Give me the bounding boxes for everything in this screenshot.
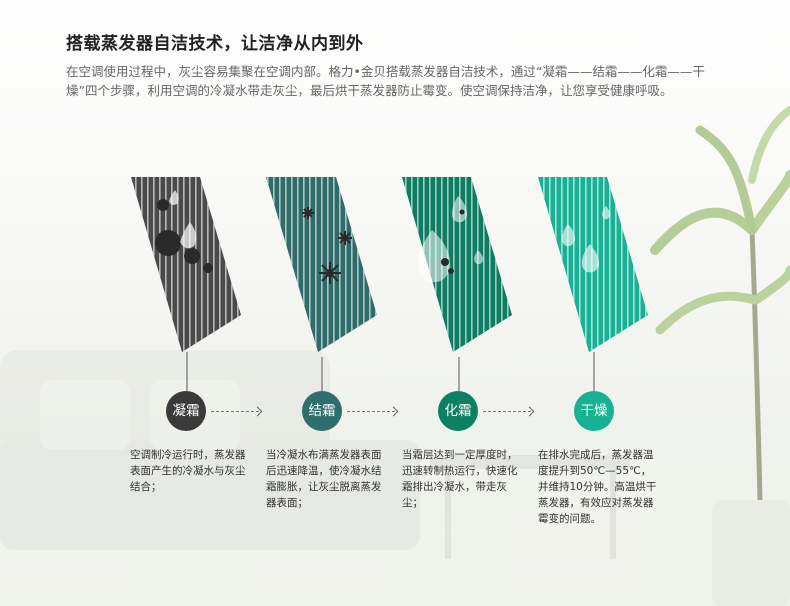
- step-label: 结霜: [308, 403, 336, 419]
- dust-droplet-icon: [155, 190, 213, 273]
- step-note-defrost: 当霜层达到一定厚度时，迅速转制热运行，快速化霜排出冷凝水，带走灰尘；: [402, 449, 518, 509]
- panel-condense: [131, 177, 241, 352]
- panel-defrost: [402, 177, 512, 352]
- arrow-1: [211, 411, 259, 412]
- step-condense: 凝霜: [166, 391, 206, 431]
- step-frost: 结霜: [302, 391, 342, 431]
- page-title: 搭载蒸发器自洁技术，让洁净从内到外: [66, 34, 364, 54]
- panel-dry: [538, 177, 648, 352]
- step-label: 化霜: [444, 403, 472, 419]
- step-label: 凝霜: [172, 403, 200, 419]
- step-note-condense: 空调制冷运行时，蒸发器表面产生的冷凝水与灰尘结合；: [130, 449, 246, 493]
- step-label: 干燥: [580, 403, 608, 419]
- arrow-3: [483, 411, 531, 412]
- step-dry: 干燥: [574, 391, 614, 431]
- page-description: 在空调使用过程中，灰尘容易集聚在空调内部。格力•金贝搭载蒸发器自洁技术，通过“凝…: [66, 64, 705, 98]
- step-note-frost: 当冷凝水布满蒸发器表面后迅速降温，使冷凝水结霜膨胀，让灰尘脱离蒸发器表面；: [266, 449, 382, 509]
- clean-droplet-icon: [561, 206, 611, 273]
- melting-droplet-icon: [417, 196, 484, 283]
- arrow-2: [347, 411, 395, 412]
- step-defrost: 化霜: [438, 391, 478, 431]
- panel-frost: [266, 177, 377, 352]
- step-note-dry: 在排水完成后，蒸发器温度提升到50℃—55℃，并维持10分钟。高温烘干蒸发器，有…: [538, 449, 657, 525]
